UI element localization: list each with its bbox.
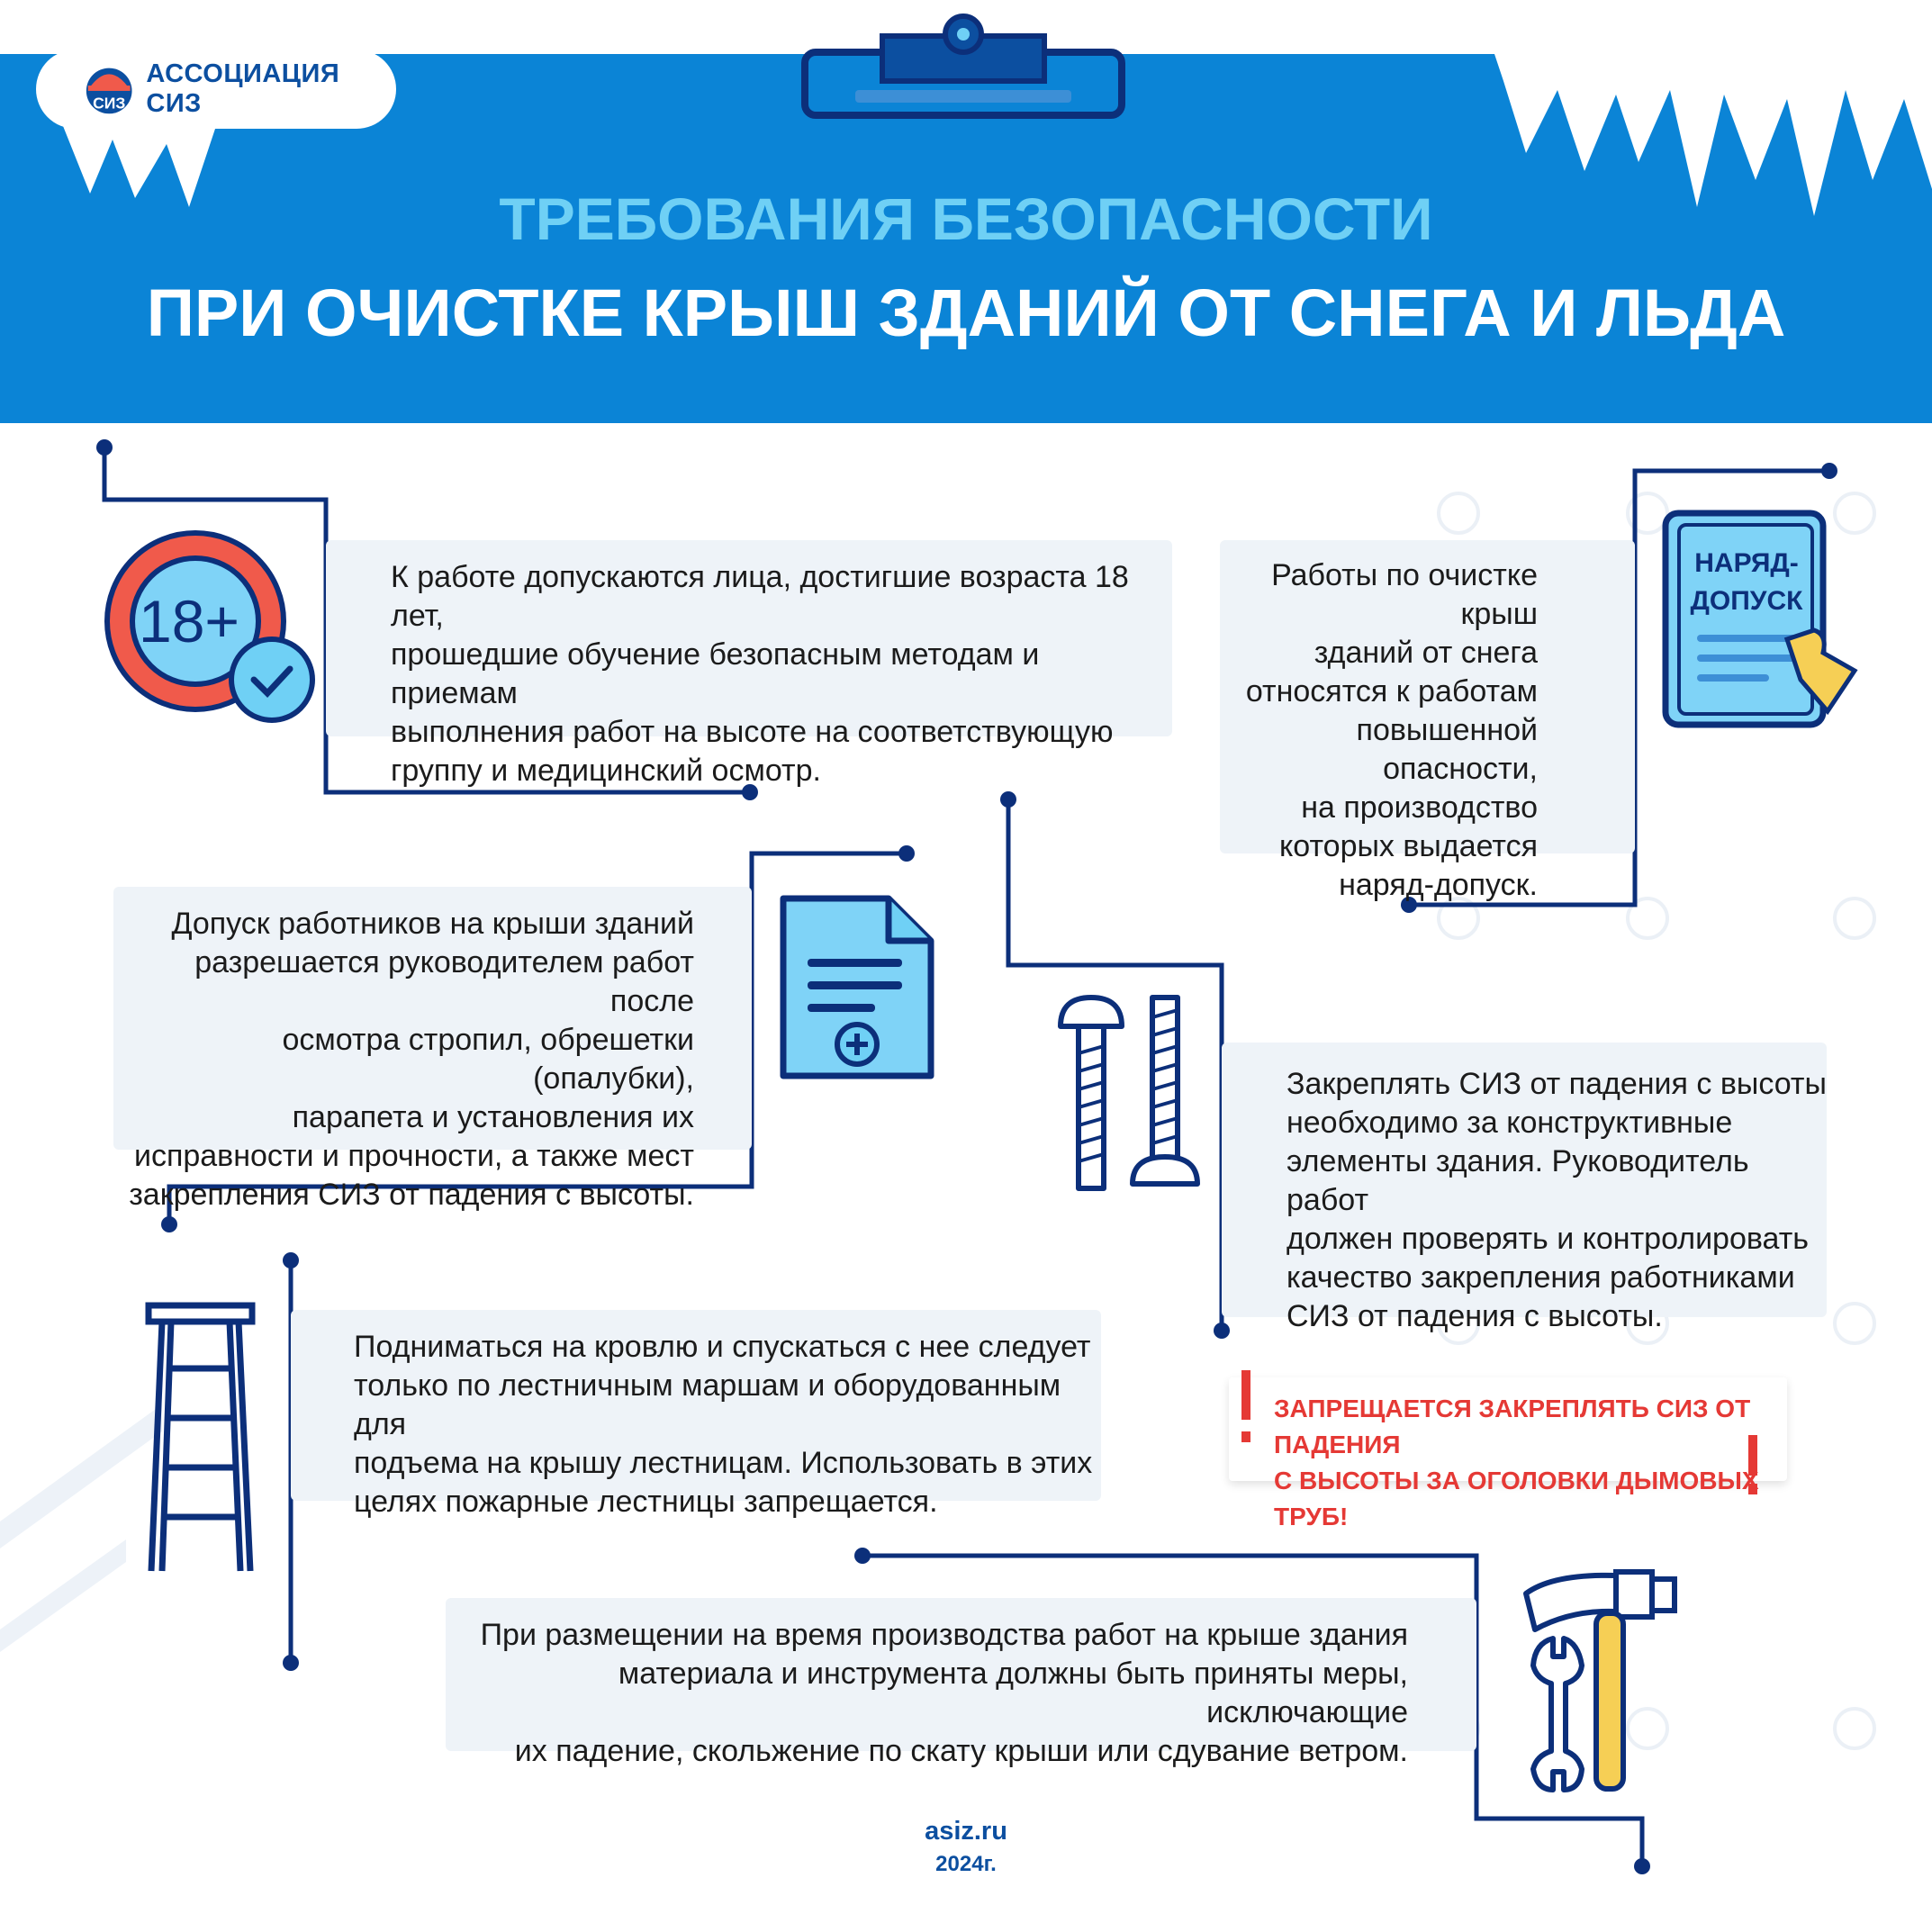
warning-box [1229,1377,1787,1481]
decor-stripes [0,1404,162,1652]
exclamation-icon [1748,1435,1757,1494]
document-add-icon [780,895,934,1079]
text-line: При размещении на время производства раб… [480,1618,1408,1652]
exclamation-icon [1241,1370,1250,1442]
text-line: разрешается руководителем работ после [194,945,694,1018]
text-line: Работы по очистке крыш [1271,558,1538,631]
card-roof-access: Подниматься на кровлю и спускаться с нее… [291,1310,1101,1519]
text-line: целях пожарные лестницы запрещается. [354,1485,938,1519]
text-line: материала и инструмента должны быть прин… [618,1657,1408,1729]
age-18-plus-icon: 18+ [104,530,315,723]
text-line: зданий от снега [1314,636,1538,670]
title-line-2: ПРИ ОЧИСТКЕ КРЫШ ЗДАНИЙ ОТ СНЕГА И ЛЬДА [146,275,1786,350]
hammer-wrench-icon [1523,1569,1677,1792]
logo-text: АССОЦИАЦИЯ СИЗ [146,59,340,118]
text-line: группу и медицинский осмотр. [391,754,821,788]
card-age-requirement: К работе допускаются лица, достигшие воз… [326,540,1172,788]
text-line: повышенной опасности, [1356,713,1538,786]
text-line: подъема на крышу лестницам. Использовать… [354,1446,1093,1480]
icicles-left [63,126,216,207]
logo-badge: СИЗ [93,94,125,112]
logo[interactable]: СИЗ АССОЦИАЦИЯ СИЗ [36,50,396,129]
permit-badge-line-2: ДОПУСК [1691,586,1804,616]
footer-year: 2024г. [935,1852,997,1876]
warning-text: ЗАПРЕЩАЕТСЯ ЗАКРЕПЛЯТЬ СИЗ ОТ ПАДЕНИЯ С … [1274,1391,1814,1535]
text-line: прошедшие обучение безопасным методам и … [391,637,1040,710]
text-line: наряд-допуск. [1339,868,1538,902]
text-line: парапета и установления их [292,1100,694,1134]
text-line: их падение, скольжение по скату крыши ил… [514,1734,1408,1768]
text-line: исправности и прочности, а также мест [133,1139,694,1173]
age-badge: 18+ [139,588,239,655]
card-ppe-anchoring: Закреплять СИЗ от падения с высоты необх… [1222,1043,1827,1333]
text-line: элементы здания. Руководитель работ [1286,1144,1749,1217]
text-line: относятся к работам [1245,674,1538,709]
text-line: которых выдается [1279,829,1538,863]
permit-badge-line-1: НАРЯД- [1694,548,1799,578]
footer-site[interactable]: asiz.ru [925,1817,1007,1846]
card-work-permit: Работы по очистке крыш зданий от снега о… [1220,540,1635,902]
clipboard-icon [801,14,1125,119]
icicles-right [1494,54,1932,216]
text-line: Закреплять СИЗ от падения с высоты [1286,1067,1827,1101]
text-line: выполнения работ на высоте на соответств… [391,715,1114,749]
ladder-icon [145,1302,256,1572]
work-permit-document-icon: НАРЯД- ДОПУСК [1662,510,1858,728]
text-line: на производство [1301,790,1538,825]
warning-line: С ВЫСОТЫ ЗА ОГОЛОВКИ ДЫМОВЫХ ТРУБ! [1274,1467,1759,1530]
text-line: закрепления СИЗ от падения с высоты. [129,1178,694,1212]
text-line: осмотра стропил, обрешетки (опалубки), [282,1023,694,1096]
warning-line: ЗАПРЕЩАЕТСЯ ЗАКРЕПЛЯТЬ СИЗ ОТ ПАДЕНИЯ [1274,1395,1751,1458]
text-line: К работе допускаются лица, достигшие воз… [391,560,1129,633]
text-line: СИЗ от падения с высоты. [1286,1299,1663,1333]
text-line: необходимо за конструктивные [1286,1106,1733,1140]
siz-helmet-icon: СИЗ [86,68,132,114]
bolts-icon [1058,995,1200,1191]
title-line-1: ТРЕБОВАНИЯ БЕЗОПАСНОСТИ [499,185,1433,252]
text-line: только по лестничным маршам и оборудован… [354,1368,1061,1441]
card-materials-tools: При размещении на время производства раб… [446,1598,1476,1768]
text-line: Допуск работников на крыши зданий [171,907,694,941]
card-access-permission: Допуск работников на крыши зданий разреш… [113,887,752,1212]
text-line: качество закрепления работниками [1286,1260,1795,1295]
text-line: должен проверять и контролировать [1286,1222,1810,1256]
text-line: Подниматься на кровлю и спускаться с нее… [354,1330,1091,1364]
